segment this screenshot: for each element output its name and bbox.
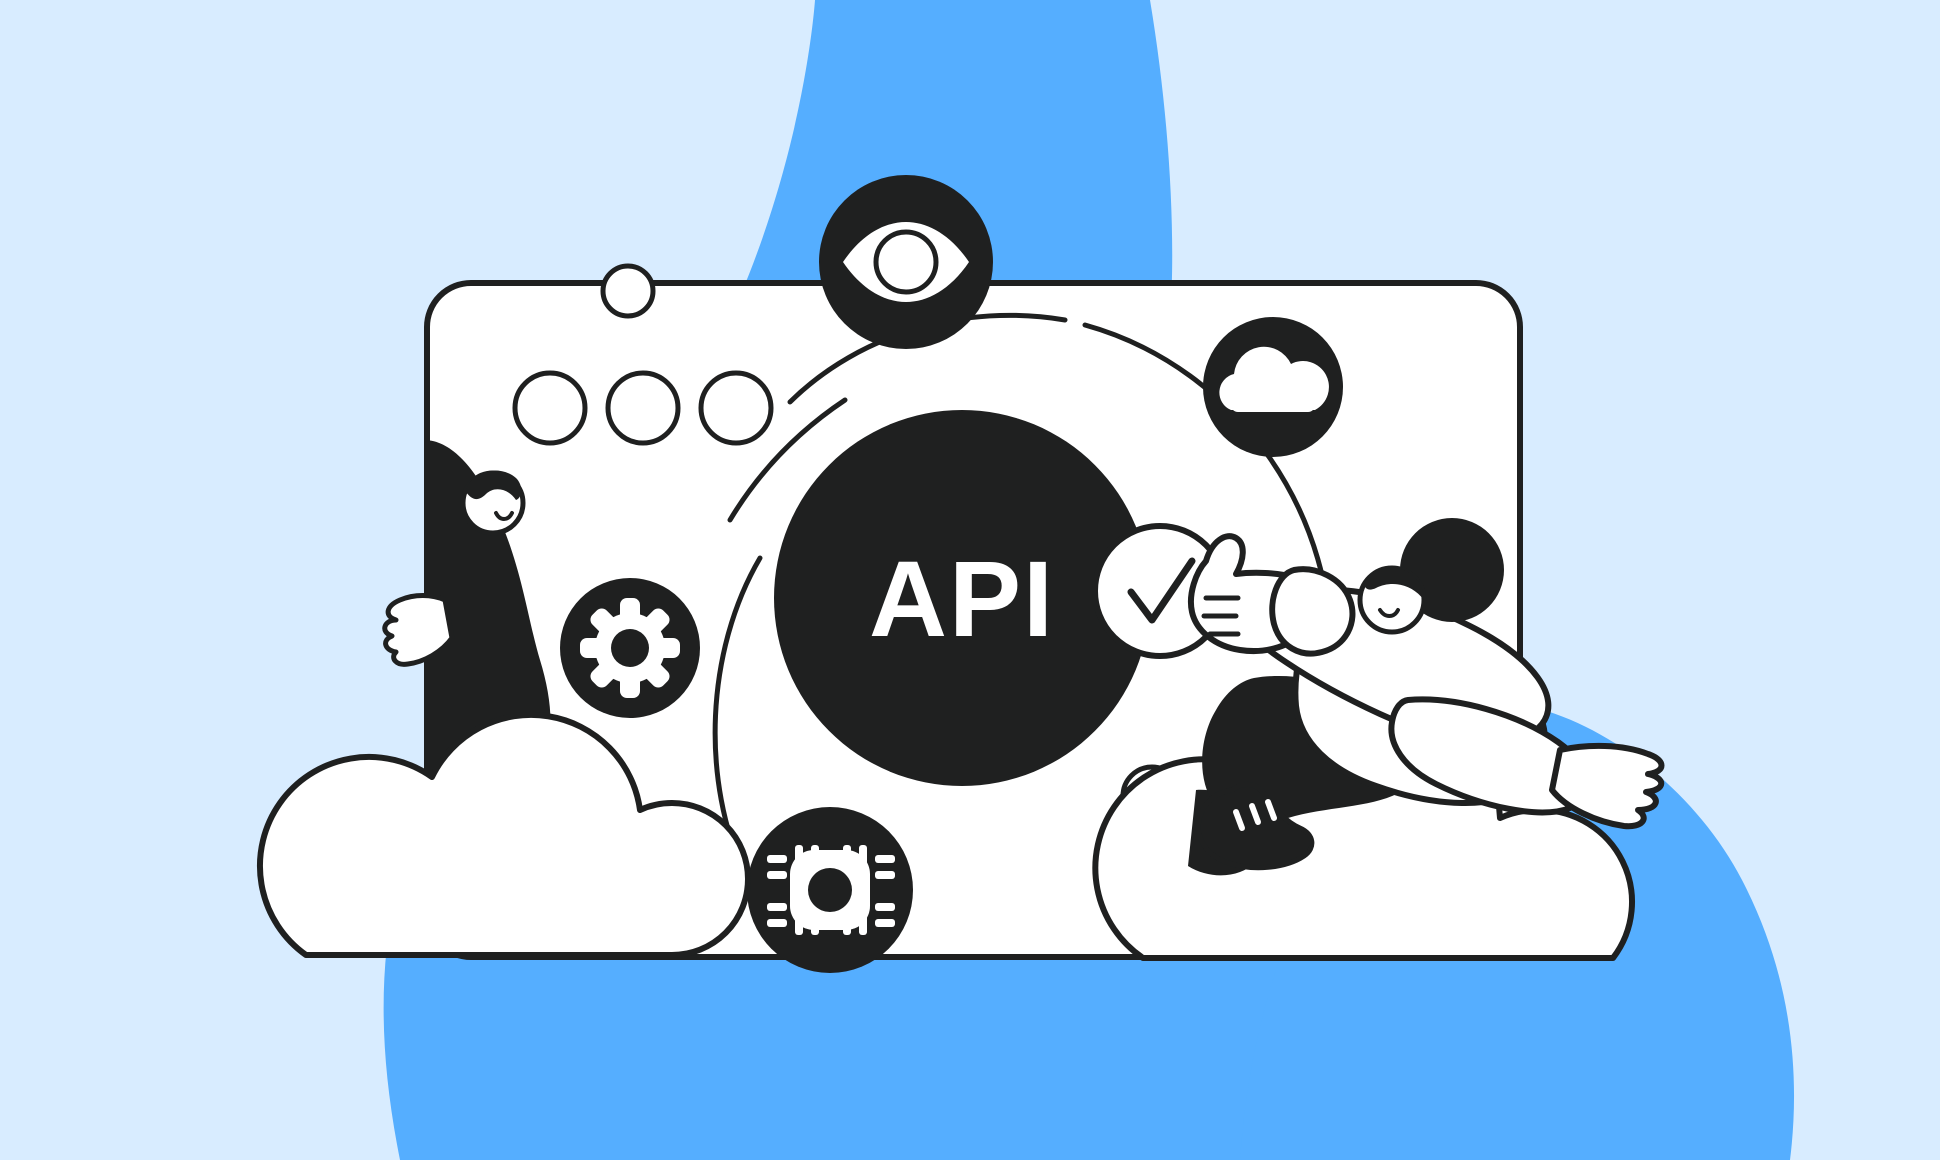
right-figure-fingers bbox=[1201, 595, 1241, 637]
right-figure-cuff bbox=[1269, 566, 1356, 657]
api-label: API bbox=[869, 538, 1055, 659]
cloud-icon-base bbox=[1231, 398, 1315, 412]
right-figure-shoe-laces bbox=[1233, 799, 1277, 831]
right-figure-hair bbox=[1364, 568, 1424, 600]
api-sphere[interactable] bbox=[774, 410, 1150, 786]
check-icon bbox=[1127, 557, 1196, 624]
window-dot-2[interactable] bbox=[605, 370, 681, 446]
window-dot-1[interactable] bbox=[512, 370, 588, 446]
cloud-icon bbox=[1219, 346, 1329, 410]
right-figure-shoe-outline bbox=[1195, 781, 1315, 871]
right-figure-smile bbox=[1378, 608, 1400, 618]
cloud-left bbox=[256, 711, 751, 958]
left-figure-hair bbox=[466, 470, 522, 500]
eye-iris bbox=[873, 229, 939, 295]
badge-chip[interactable] bbox=[747, 807, 913, 973]
gear-icon bbox=[580, 598, 680, 698]
badge-cloud[interactable] bbox=[1203, 317, 1343, 457]
orbit-arc-inner-left bbox=[727, 397, 848, 523]
decor-circle-top-edge bbox=[600, 263, 656, 319]
right-figure-arm-lower bbox=[1388, 696, 1592, 816]
badge-eye[interactable] bbox=[819, 175, 993, 349]
left-figure-smile bbox=[494, 511, 514, 521]
left-figure-hand bbox=[382, 593, 455, 667]
chip-icon-core bbox=[808, 868, 852, 912]
right-figure-hand-open bbox=[1549, 742, 1665, 830]
window-dot-3[interactable] bbox=[698, 370, 774, 446]
badge-gear[interactable] bbox=[559, 577, 700, 718]
